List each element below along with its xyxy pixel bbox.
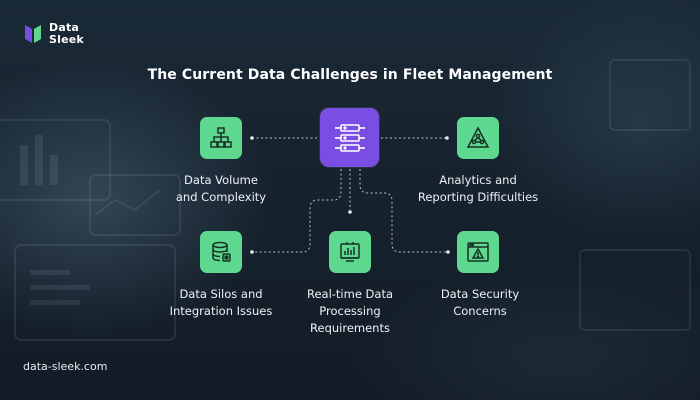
node-data-security xyxy=(457,231,499,273)
central-data-pipeline-node xyxy=(320,108,379,167)
server-chart-icon xyxy=(340,242,360,262)
data-pipeline-icon xyxy=(334,123,365,152)
label-realtime: Real-time Data Processing Requirements xyxy=(306,287,394,335)
node-data-volume xyxy=(200,117,242,159)
label-data-volume: Data Volume and Complexity xyxy=(175,173,267,204)
brand-logo[interactable]: Data Sleek xyxy=(23,22,84,46)
node-realtime xyxy=(329,231,371,273)
label-data-security: Data Security Concerns xyxy=(440,287,520,318)
label-data-silos: Data Silos and Integration Issues xyxy=(169,287,273,318)
datasleek-logo-icon xyxy=(25,25,41,43)
footer-website-link[interactable]: data-sleek.com xyxy=(23,360,108,373)
node-analytics xyxy=(457,117,499,159)
connector-silos xyxy=(252,169,342,253)
brand-name: Data Sleek xyxy=(49,21,84,46)
page-title: The Current Data Challenges in Fleet Man… xyxy=(147,67,553,83)
node-data-silos xyxy=(200,231,242,273)
database-icon xyxy=(212,241,231,262)
network-triangle-icon xyxy=(466,126,490,148)
hierarchy-icon xyxy=(210,127,232,148)
connector-security xyxy=(359,169,448,253)
warning-window-icon xyxy=(467,242,489,262)
label-analytics: Analytics and Reporting Difficulties xyxy=(417,173,539,204)
